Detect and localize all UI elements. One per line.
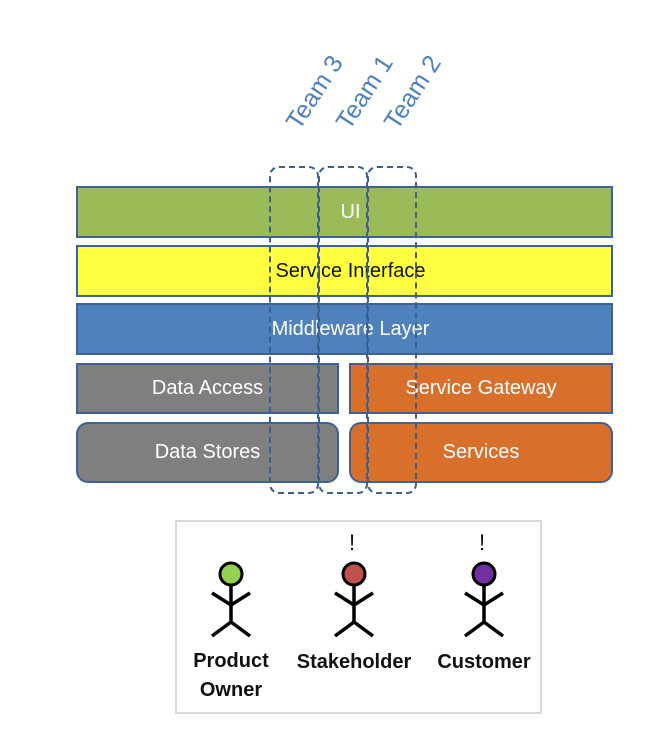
product-owner-icon xyxy=(210,561,252,638)
product-owner-label-line2: Owner xyxy=(199,679,263,701)
data-stores-layer: Data Stores xyxy=(76,422,339,483)
customer-icon xyxy=(463,561,505,638)
services-label: Services xyxy=(442,441,520,463)
product-owner-label: Product Owner xyxy=(166,647,296,705)
data-stores-label: Data Stores xyxy=(154,441,261,463)
stakeholder-label: Stakeholder xyxy=(289,648,419,677)
service-gateway-label: Service Gateway xyxy=(405,377,557,399)
product-owner-label-line1: Product xyxy=(193,650,269,672)
service-gateway-layer: Service Gateway xyxy=(349,363,613,414)
services-layer: Services xyxy=(349,422,613,483)
stakeholder-alert-icon: ! xyxy=(349,530,356,555)
customer-label: Customer xyxy=(419,648,549,677)
data-access-label: Data Access xyxy=(151,377,264,399)
customer-alert-icon: ! xyxy=(479,530,486,555)
stakeholder-icon xyxy=(333,561,375,638)
ui-layer: UI xyxy=(76,186,613,238)
service-interface-label: Service Interface xyxy=(275,259,426,282)
data-access-layer: Data Access xyxy=(76,363,339,414)
customer-label-line1: Customer xyxy=(437,651,531,673)
legend-box xyxy=(175,520,542,714)
stakeholder-label-line1: Stakeholder xyxy=(296,651,412,673)
team-2-box xyxy=(367,166,417,494)
service-interface-layer: Service Interface xyxy=(76,245,613,297)
middleware-layer-label: Middleware Layer xyxy=(271,317,430,340)
ui-layer-label: UI xyxy=(340,200,361,223)
team-3-box xyxy=(269,166,319,494)
middleware-layer: Middleware Layer xyxy=(76,303,613,355)
team-1-box xyxy=(318,166,368,494)
